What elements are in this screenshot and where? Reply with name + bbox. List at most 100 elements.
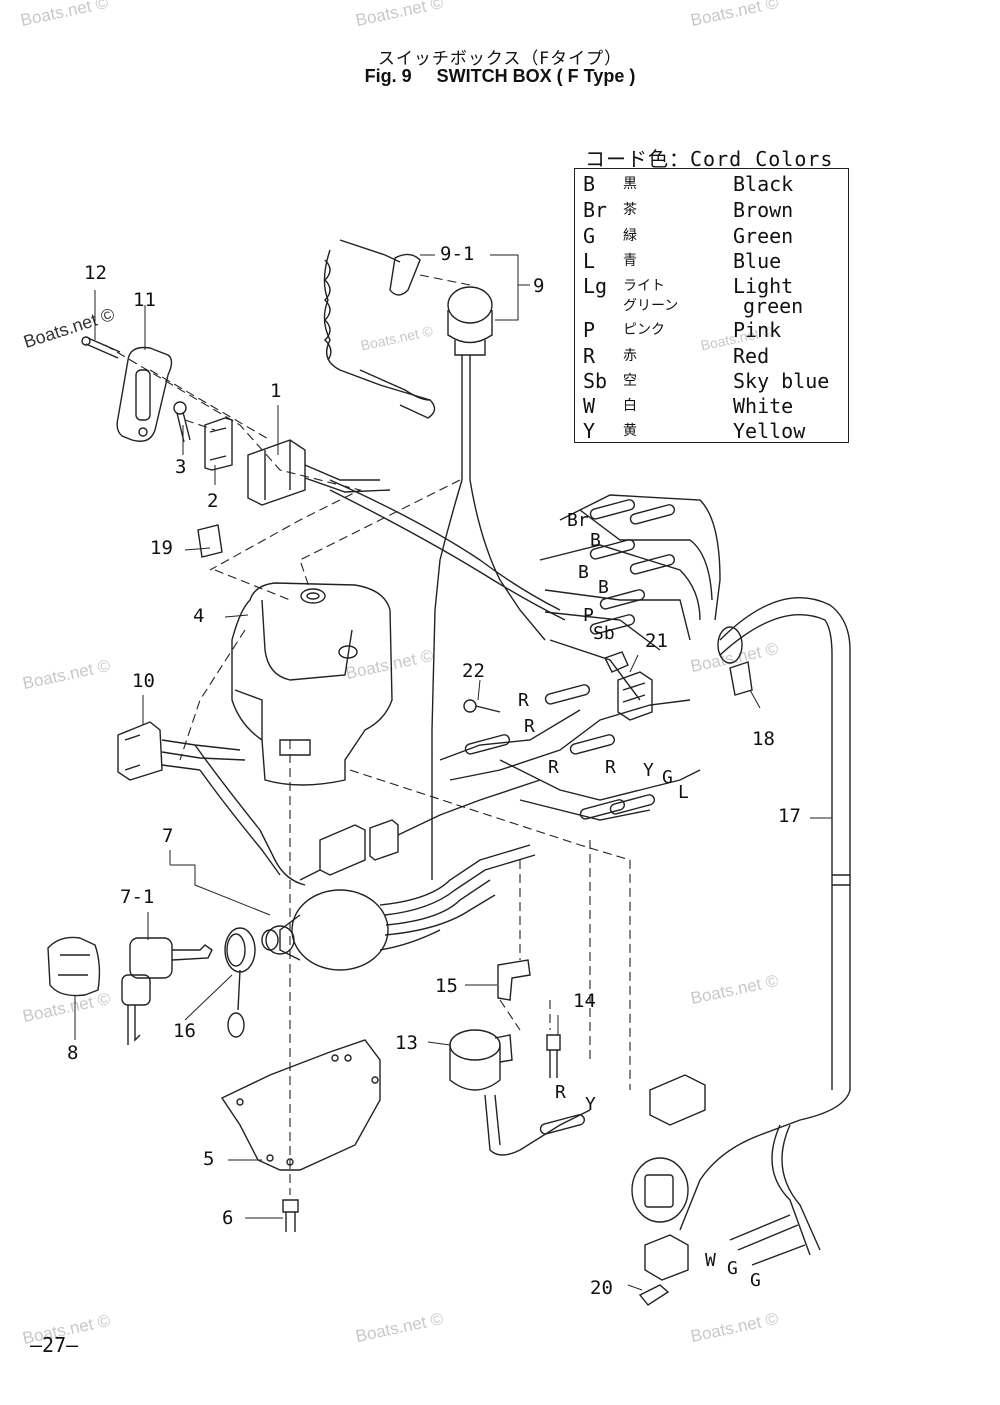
cord-jp-2: グリーン: [623, 298, 679, 314]
cord-jp: 空: [623, 373, 637, 389]
connector-10-icon: [117, 721, 306, 886]
cord-en-2: green: [743, 294, 804, 318]
cord-jp: 茶: [623, 202, 637, 218]
cord-en: Yellow: [733, 419, 806, 443]
wire-label: B: [578, 562, 589, 583]
cord-en: Black: [733, 172, 794, 196]
wire-label: R: [524, 716, 535, 737]
part-label-2: 2: [207, 490, 219, 512]
cord-code: B: [583, 172, 596, 196]
cord-code: Br: [583, 198, 608, 222]
wire-label: R: [548, 757, 559, 778]
coil-13-icon: [449, 1029, 591, 1156]
figure-number: Fig. 9: [364, 66, 412, 86]
part-label-4: 4: [193, 605, 205, 627]
part-label-5: 5: [203, 1148, 215, 1170]
part-label-18: 18: [752, 728, 775, 750]
key-7-1-icon: [121, 937, 213, 1045]
cord-en: White: [733, 394, 794, 418]
wire-label: R: [605, 757, 616, 778]
figure-title: Fig. 9 SWITCH BOX ( F Type ): [0, 66, 1000, 87]
screw-3-icon: [173, 401, 191, 443]
wire-label: Y: [585, 1094, 596, 1115]
part-label-15: 14: [573, 990, 596, 1012]
center-connector-icon: [299, 779, 541, 881]
part-label-13: 13: [395, 1032, 418, 1054]
wire-label: L: [678, 782, 689, 803]
cord-code: R: [583, 344, 596, 368]
wire-label: B: [590, 530, 601, 551]
tag-19-icon: [197, 524, 223, 558]
bracket-14-icon: [497, 959, 531, 1001]
wire-label: Br: [567, 510, 589, 531]
wire-label: W: [705, 1250, 716, 1271]
part-label-3: 3: [175, 456, 187, 478]
title-japanese: スイッチボックス（Fタイプ）: [377, 49, 623, 69]
wire-label: G: [750, 1270, 761, 1291]
cord-jp: 青: [623, 253, 637, 269]
cord-jp: 黒: [623, 176, 637, 192]
connector-1-icon: [247, 439, 391, 506]
main-switch-7-icon: [261, 844, 536, 971]
wire-label: G: [727, 1258, 738, 1279]
cord-en: Blue: [733, 249, 782, 273]
wire-label: G: [662, 767, 673, 788]
harness-17-icon: [679, 597, 851, 1256]
cord-code: W: [583, 394, 596, 418]
wire-label: P: [583, 605, 594, 626]
figure-name: SWITCH BOX ( F Type ): [436, 66, 636, 86]
part-label-17: 17: [778, 805, 801, 827]
cord-en: Red: [733, 344, 770, 368]
cord-en: Sky blue: [733, 369, 830, 393]
part-label-14: 15: [435, 975, 458, 997]
wire-label: R: [555, 1082, 566, 1103]
cord-jp: 緑: [623, 228, 637, 244]
clip-2-icon: [204, 417, 233, 471]
cord-code: P: [583, 318, 596, 342]
cord-code: Y: [583, 419, 596, 443]
cord-colors-title: コード色：Cord Colors: [585, 147, 834, 171]
tag-18-icon: [729, 661, 753, 696]
bracket-11-icon: [116, 346, 173, 442]
bullet-connectors-icon: [439, 494, 721, 1135]
cord-jp: 黄: [623, 423, 637, 439]
cord-jp: ピンク: [623, 322, 665, 338]
part-label-11: 11: [133, 289, 156, 311]
plate-5-icon: [220, 1039, 381, 1171]
cord-en: Brown: [733, 198, 794, 222]
cord-color-row: Lg ライト Light グリーン green: [583, 275, 845, 319]
wire-label: Y: [643, 760, 654, 781]
cap-16-icon: [224, 927, 256, 1038]
cover-8-icon: [47, 936, 101, 997]
cord-en: Green: [733, 224, 794, 248]
cord-colors-table: B 黒 Black Br 茶 Brown G 緑 Green L 青 Blue …: [574, 168, 849, 443]
page-number: —27—: [30, 1333, 79, 1357]
part-label-9: 9: [533, 275, 545, 297]
cord-jp: ライト: [623, 278, 665, 294]
part-label-20: 20: [590, 1277, 613, 1299]
wire-label: R: [518, 690, 529, 711]
harness-connectors-icon: [631, 1074, 806, 1306]
screw-6-icon: [282, 1199, 299, 1232]
cord-jp: 白: [623, 398, 637, 414]
wire-label: B: [598, 577, 609, 598]
part-label-8: 8: [67, 1042, 79, 1064]
part-label-12: 12: [84, 262, 107, 284]
bolt-15-icon: [546, 1034, 561, 1078]
part-label-19: 19: [150, 537, 173, 559]
connector-21-icon: [604, 651, 653, 721]
lanyard-9-icon: [323, 239, 546, 880]
screw-12-icon: [81, 336, 121, 359]
part-label-22: 22: [462, 660, 485, 682]
part-label-1: 1: [270, 380, 282, 402]
cord-code: Sb: [583, 369, 608, 393]
assembly-lines: [104, 274, 631, 1195]
leader-lines: [74, 254, 832, 1291]
cord-jp: 赤: [623, 348, 637, 364]
cord-en: Pink: [733, 318, 782, 342]
cord-en: Light: [733, 274, 794, 298]
cord-code: L: [583, 249, 596, 273]
cord-code: G: [583, 224, 596, 248]
part-label-9-1: 9-1: [440, 243, 475, 265]
